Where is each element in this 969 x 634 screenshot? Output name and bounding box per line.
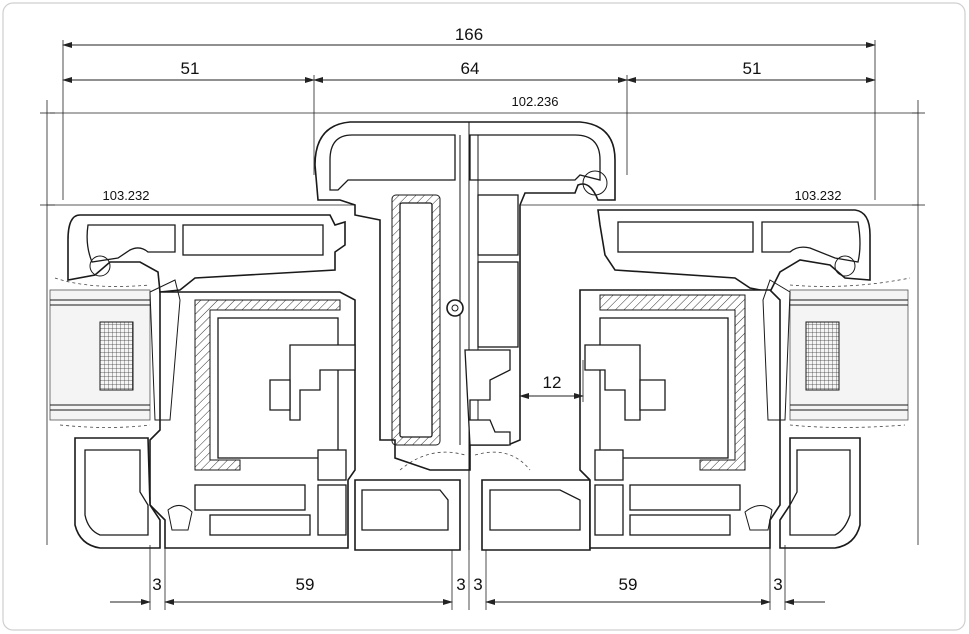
dim-label-bottom-center-right: 3 (473, 575, 482, 594)
left-spacer (99, 321, 134, 391)
top-dimensions: 166 51 64 51 102.236 103.232 103.232 (40, 25, 925, 545)
right-sash-profile (579, 209, 911, 549)
dim-label-bottom-right-offset: 3 (773, 575, 782, 594)
dim-label-overall: 166 (455, 25, 483, 44)
dim-label-right-sash: 51 (743, 59, 762, 78)
bottom-dimensions: 3 59 3 3 59 3 (110, 545, 825, 610)
center-pin (446, 299, 464, 317)
profile-code-right: 103.232 (795, 188, 842, 203)
dim-label-bottom-center-left: 3 (456, 575, 465, 594)
profile-code-left: 103.232 (103, 188, 150, 203)
dim-label-bottom-left-offset: 3 (152, 575, 161, 594)
left-steel-reinforcement (194, 299, 341, 471)
dim-label-left-sash: 51 (181, 59, 200, 78)
dim-label-center: 64 (461, 59, 480, 78)
right-steel-reinforcement (599, 294, 746, 471)
dim-label-bottom-left-span: 59 (296, 575, 315, 594)
glazing (49, 289, 909, 421)
right-spacer (805, 321, 840, 391)
center-mullion (314, 121, 616, 551)
dim-label-inner-gap: 12 (543, 373, 562, 392)
left-sash-profile (54, 214, 356, 549)
dim-label-bottom-right-span: 59 (619, 575, 638, 594)
profile-code-center: 102.236 (512, 94, 559, 109)
inner-gap-dimension: 12 (519, 360, 584, 402)
